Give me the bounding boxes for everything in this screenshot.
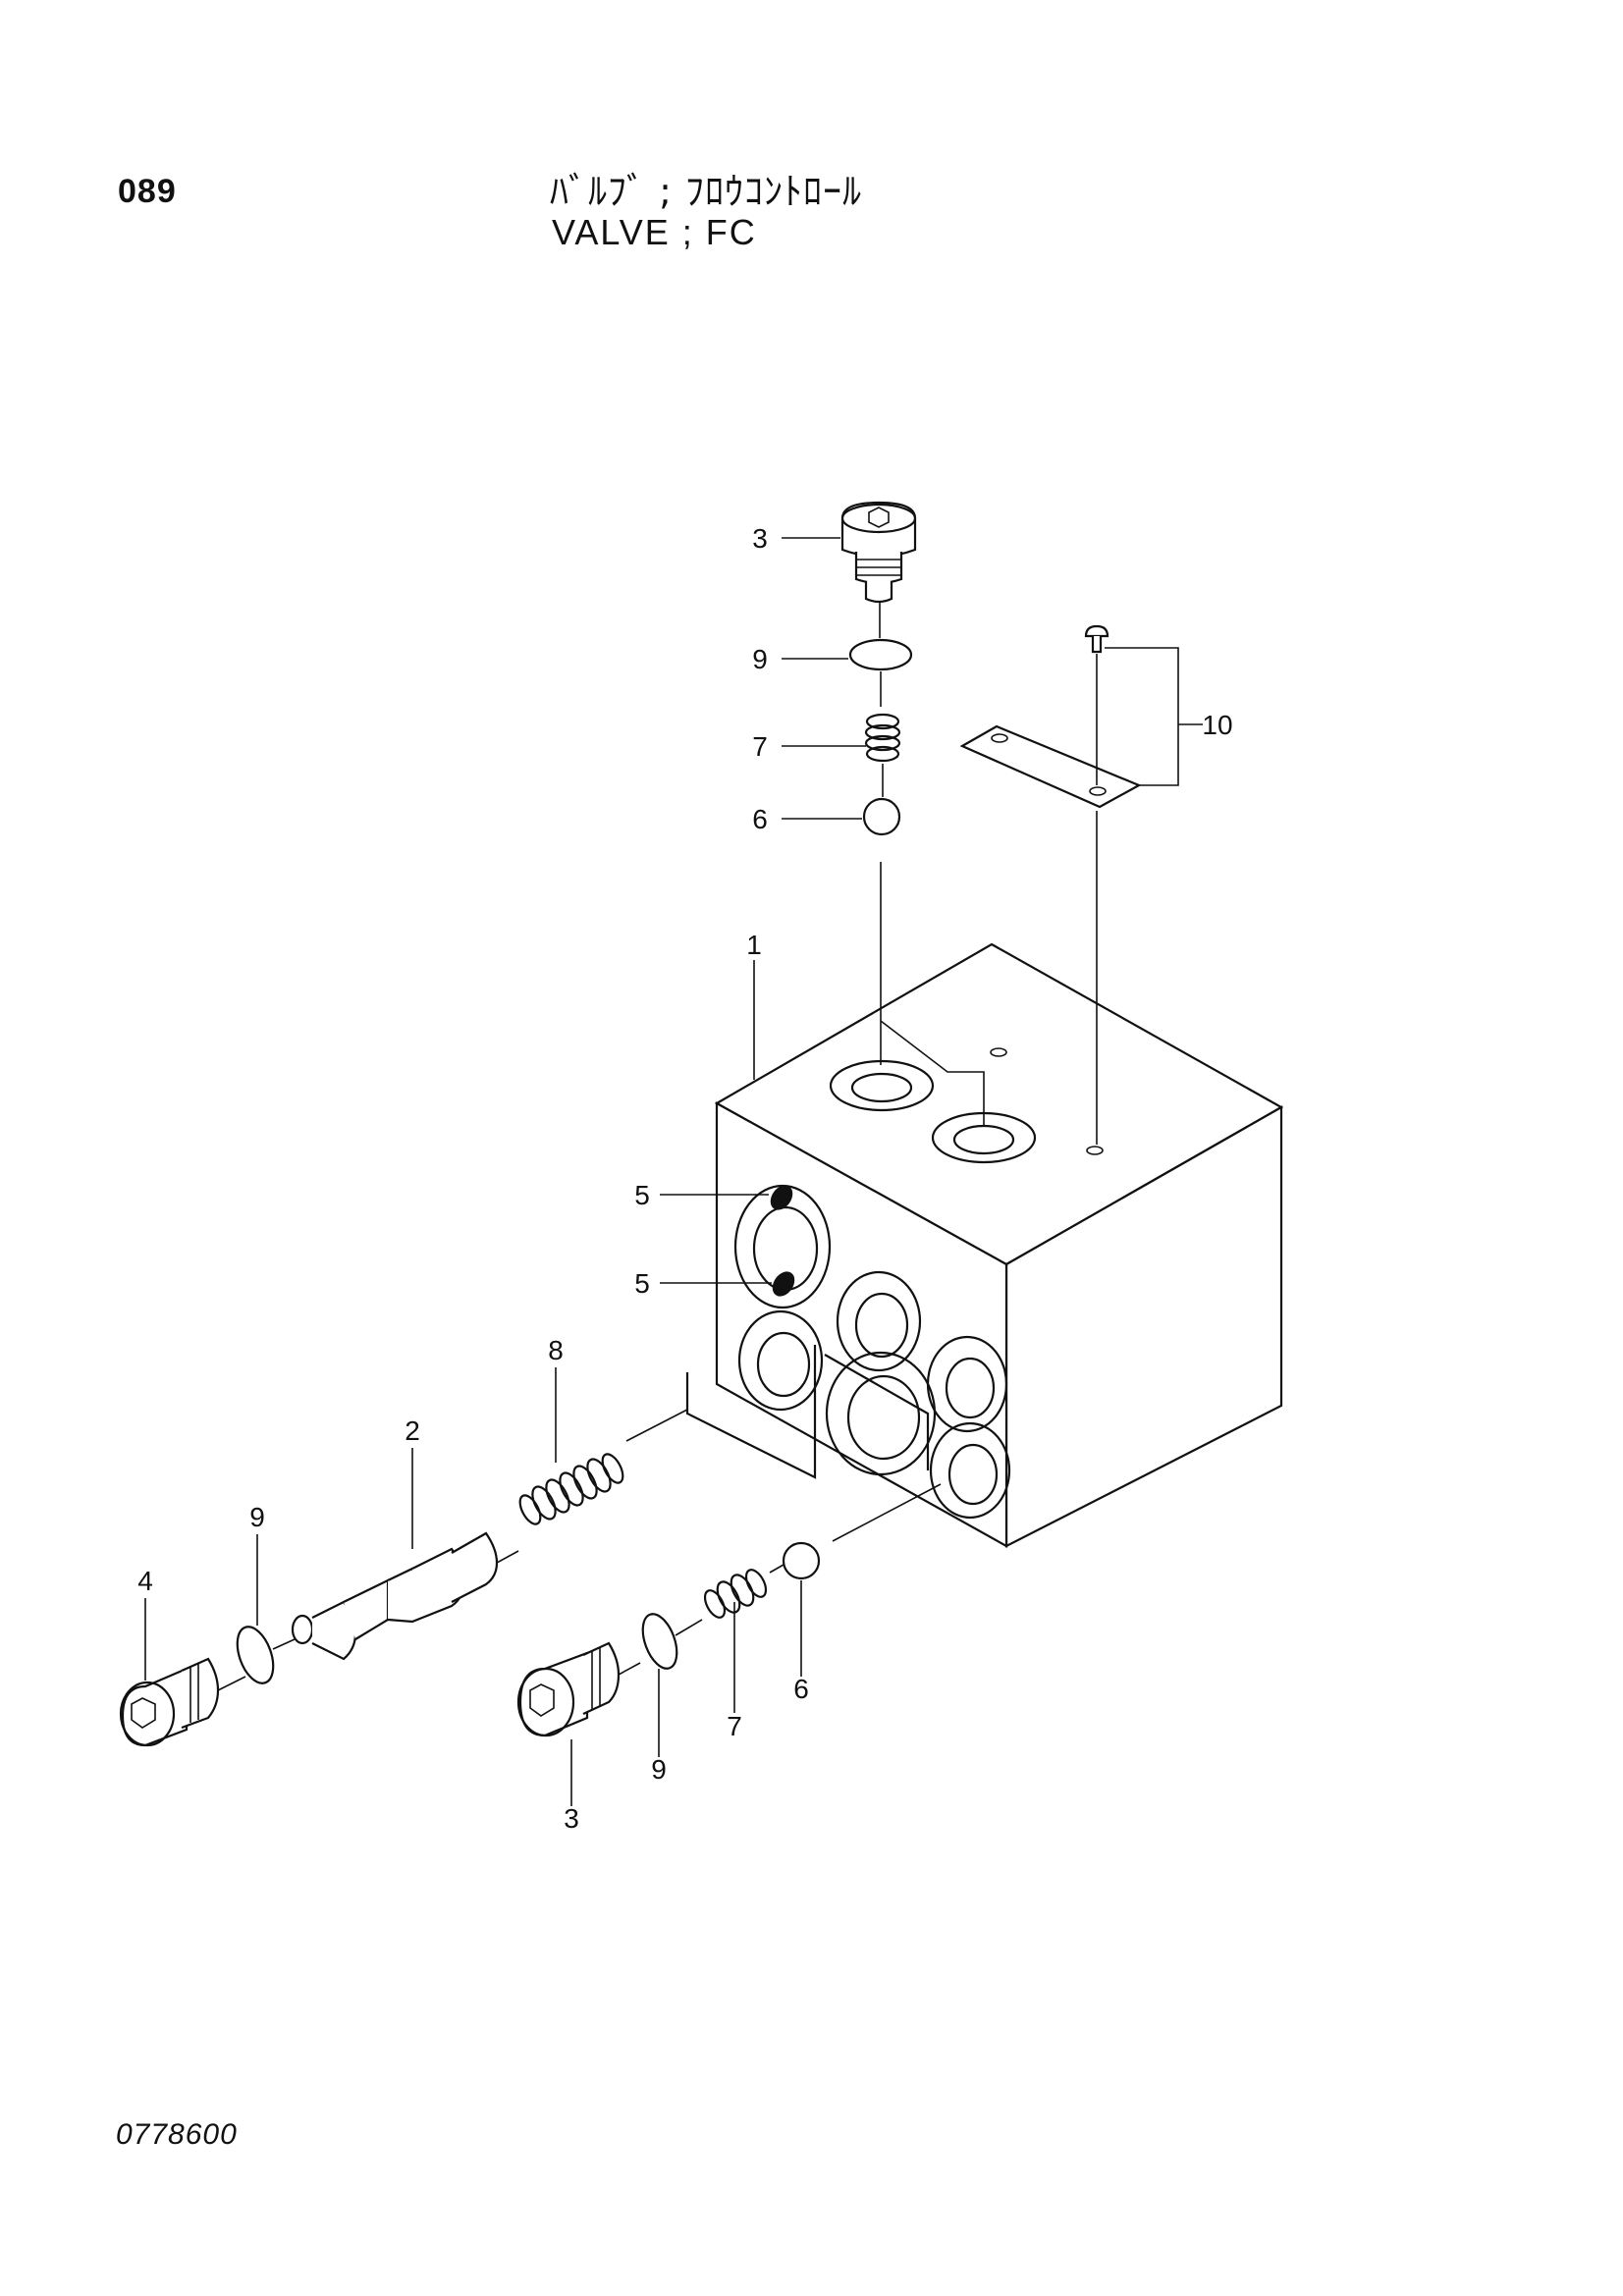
callout-5-lower: 5 bbox=[634, 1268, 650, 1299]
callout-6-bottom: 6 bbox=[793, 1674, 809, 1704]
plug-left bbox=[119, 1657, 220, 1747]
ball-top bbox=[862, 797, 901, 836]
valve-body bbox=[685, 942, 1284, 1548]
plug-top bbox=[840, 501, 917, 604]
title-english: VALVE ; FC bbox=[552, 212, 757, 252]
spring-top bbox=[864, 713, 901, 763]
callout-5-upper: 5 bbox=[634, 1180, 650, 1210]
callout-7-bottom: 7 bbox=[727, 1711, 742, 1741]
callout-9-bottom: 9 bbox=[651, 1754, 667, 1785]
o-ring-left bbox=[236, 1626, 275, 1684]
drawing-number: 0778600 bbox=[116, 2118, 238, 2151]
o-ring-top bbox=[848, 638, 913, 671]
plug-bottom bbox=[516, 1641, 621, 1737]
title-japanese: ﾊﾞﾙﾌﾞ ; ﾌﾛｳｺﾝﾄﾛｰﾙ bbox=[550, 170, 862, 213]
callout-9-top: 9 bbox=[752, 644, 768, 674]
callout-4: 4 bbox=[137, 1566, 153, 1596]
callout-2: 2 bbox=[405, 1415, 420, 1446]
callout-6-top: 6 bbox=[752, 804, 768, 834]
callout-3-bottom: 3 bbox=[564, 1803, 579, 1834]
callout-10: 10 bbox=[1202, 710, 1232, 740]
ball-bottom bbox=[782, 1541, 821, 1580]
callout-8: 8 bbox=[548, 1335, 564, 1365]
leader-lines bbox=[144, 537, 866, 1806]
callout-3-top: 3 bbox=[752, 523, 768, 554]
spool bbox=[291, 1531, 499, 1661]
page-number: 089 bbox=[118, 173, 177, 210]
callout-7-top: 7 bbox=[752, 731, 768, 762]
callout-9-left: 9 bbox=[249, 1502, 265, 1532]
spring-bottom bbox=[703, 1569, 768, 1619]
spring-long bbox=[518, 1453, 624, 1525]
o-ring-bottom bbox=[641, 1613, 678, 1670]
name-plate bbox=[959, 624, 1142, 1145]
callout-1: 1 bbox=[746, 930, 762, 960]
